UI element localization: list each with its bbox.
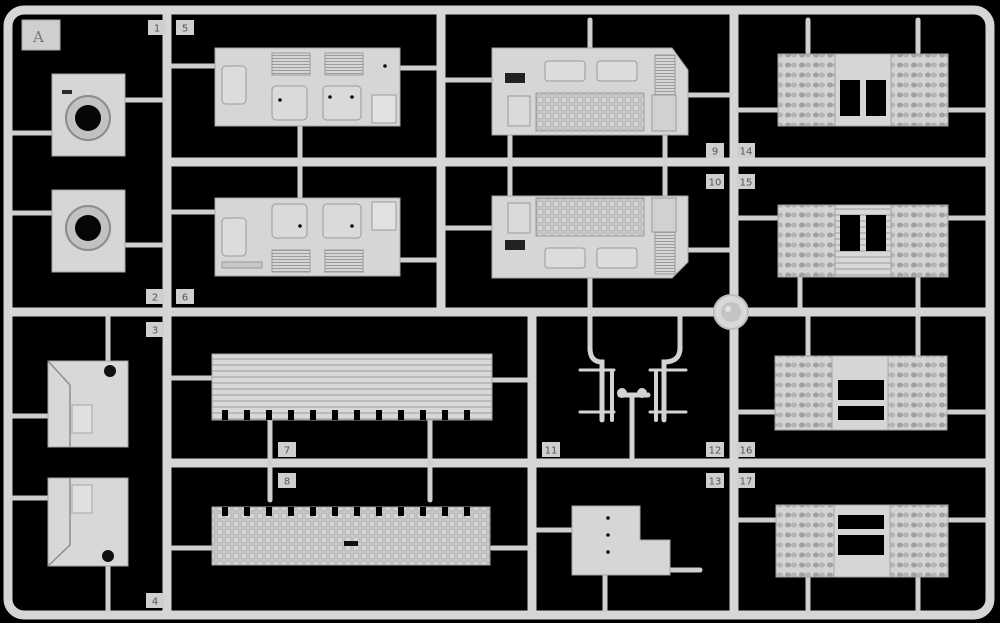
part-track-guard-7 <box>211 353 493 421</box>
part-roof-panel-10 <box>491 195 689 279</box>
part-number-tag: 3 <box>146 322 164 337</box>
part-number-tag: 6 <box>176 289 194 304</box>
part-number-label: 9 <box>712 147 718 158</box>
part-number-tag: 7 <box>278 442 296 457</box>
part-number-tag: 16 <box>737 442 755 457</box>
part-number-label: 13 <box>709 477 722 488</box>
part-number-label: 15 <box>740 178 753 189</box>
part-number-label: 12 <box>709 446 722 457</box>
part-number-tag: 13 <box>706 473 724 488</box>
part-number-label: 4 <box>152 597 158 608</box>
part-number-tag: 11 <box>542 442 560 457</box>
part-box-4 <box>47 477 129 567</box>
part-box-3 <box>47 360 129 448</box>
part-number-tag: 14 <box>737 143 755 158</box>
part-number-tag: 10 <box>706 174 724 189</box>
ejector-disc <box>713 294 749 330</box>
part-track-segment-16 <box>774 355 948 431</box>
part-track-segment-15 <box>777 204 949 278</box>
part-number-label: 5 <box>182 24 188 35</box>
part-number-label: 1 <box>154 24 160 35</box>
part-track-segment-17 <box>775 504 949 578</box>
part-number-tag: 8 <box>278 473 296 488</box>
part-turret-ring-2 <box>51 189 126 273</box>
part-number-label: 17 <box>740 477 753 488</box>
part-track-guard-8 <box>211 506 491 566</box>
part-number-tag: 4 <box>146 593 164 608</box>
part-number-label: 3 <box>152 326 158 337</box>
part-number-label: 7 <box>284 446 290 457</box>
part-number-tag: 15 <box>737 174 755 189</box>
sprue-letter: A <box>32 28 44 46</box>
part-number-label: 8 <box>284 477 290 488</box>
part-number-label: 16 <box>740 446 753 457</box>
guard-teeth <box>222 507 470 516</box>
part-number-label: 11 <box>545 446 558 457</box>
part-number-tag: 17 <box>737 473 755 488</box>
part-number-tag: 2 <box>146 289 164 304</box>
part-hull-panel-5 <box>214 47 401 127</box>
part-roof-panel-9 <box>491 47 689 136</box>
part-number-tag: 5 <box>176 20 194 35</box>
part-number-label: 2 <box>152 293 158 304</box>
part-number-label: 10 <box>709 178 722 189</box>
part-number-label: 6 <box>182 293 188 304</box>
sprue-gates <box>9 17 989 613</box>
part-number-tag: 1 <box>148 20 166 35</box>
part-turret-ring-1 <box>51 73 126 157</box>
part-hull-panel-6 <box>214 197 401 277</box>
part-bracket-13 <box>571 505 671 576</box>
part-number-tag: 12 <box>706 442 724 457</box>
part-track-segment-14 <box>777 53 949 127</box>
part-number-tag: 9 <box>706 143 724 158</box>
part-number-label: 14 <box>740 147 753 158</box>
sprue-frame <box>3 5 995 620</box>
guard-teeth <box>222 410 470 420</box>
part-handle-assembly <box>578 345 688 463</box>
sprue-letter-tag: A <box>21 19 61 51</box>
